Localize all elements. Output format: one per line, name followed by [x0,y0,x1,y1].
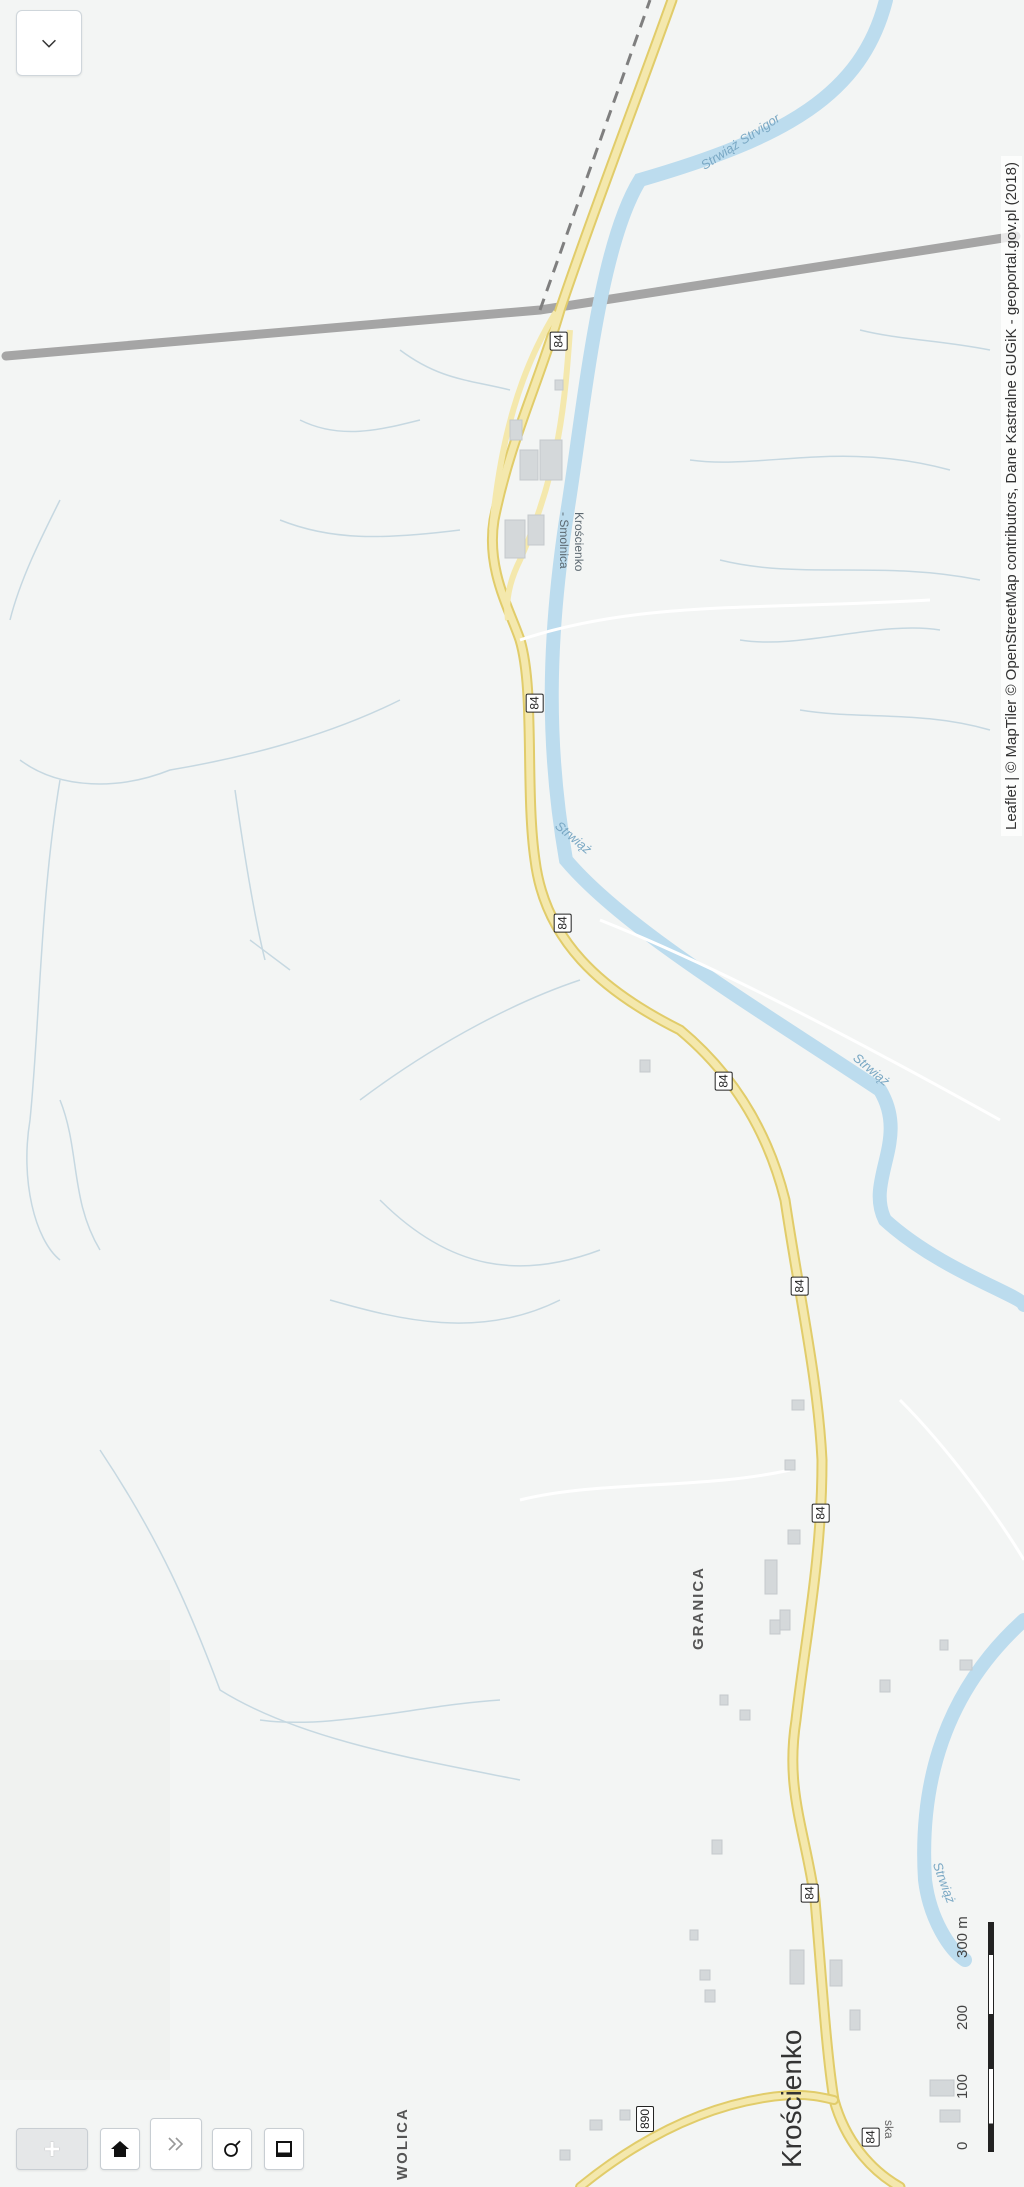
home-icon [111,2141,129,2157]
place-label-kroscienko: Krościenko [776,2029,807,2168]
station-road [489,310,573,621]
scale-bar-line [988,1922,994,2152]
river-bottom [917,1613,1024,1967]
road-shield-890: 890 [636,2105,655,2133]
river-main [544,0,1024,1312]
road-shield-84: 84 [800,1883,819,1903]
road-890-fill [577,2091,837,2187]
scale-tick-label: 200 [954,2004,971,2030]
scale-tick-label: 300 m [954,1916,971,1958]
home-button[interactable] [100,2128,140,2170]
chevron-down-icon [42,39,56,48]
search-icon [224,2140,241,2157]
square-icon [276,2141,292,2157]
zoom-in-button[interactable]: + [16,2128,88,2170]
railway-track-dashes [538,0,652,311]
station-label-line2: - Smolnica [557,512,571,569]
station-label-line1: Krościenko [572,512,586,572]
scale-bar [950,1922,1008,2152]
square-button[interactable] [264,2128,304,2170]
place-label-wolica: WOLICA [394,2107,411,2180]
layers-button[interactable] [150,2118,202,2170]
place-label-granica: GRANICA [690,1566,707,1650]
road-shield-84: 84 [790,1276,809,1296]
road-shield-84: 84 [525,693,544,713]
street-label: ska [882,2120,896,2139]
plus-icon: + [43,2133,61,2164]
station-label: Krościenko - Smolnica [556,512,586,571]
road-shield-84: 84 [553,913,572,933]
road-shield-84: 84 [549,331,568,351]
road-shield-84: 84 [861,2127,880,2147]
collapse-button[interactable] [16,10,82,76]
search-button[interactable] [212,2128,252,2170]
road-shield-84: 84 [714,1071,733,1091]
chevrons-right-icon [168,2137,184,2151]
scale-tick-label: 100 [954,2073,971,2099]
scale-tick-label: 0 [954,2141,971,2150]
road-shield-84: 84 [811,1503,830,1523]
map-attribution[interactable]: Leaflet | © MapTiler © OpenStreetMap con… [1001,156,1022,836]
